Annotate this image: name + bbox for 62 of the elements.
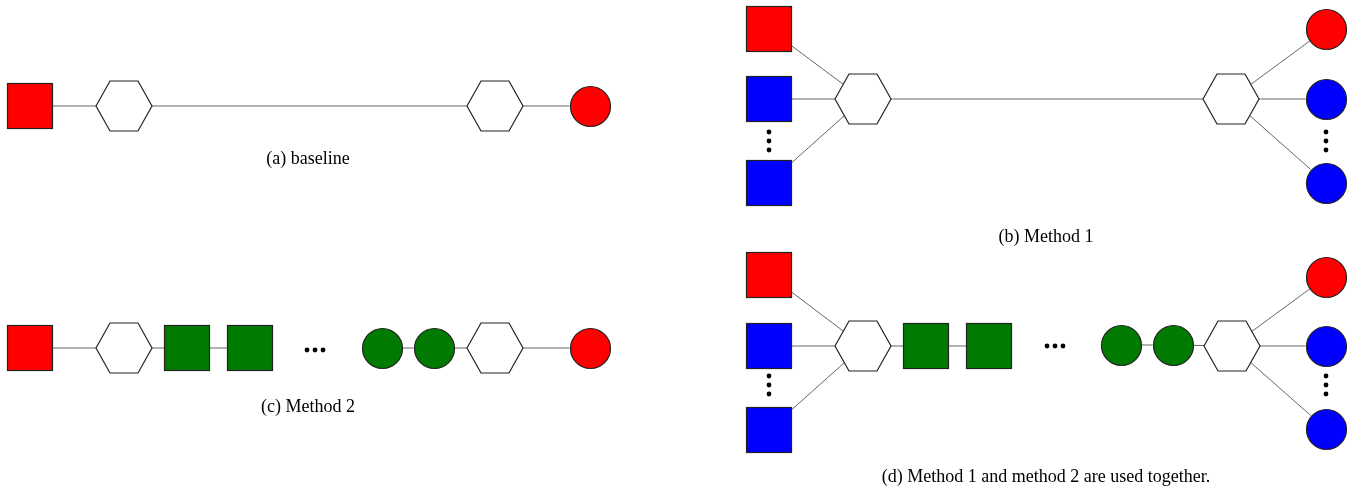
connector-line <box>890 98 1204 100</box>
circle-node <box>1305 78 1347 120</box>
square-node <box>7 325 53 371</box>
hexagon-node <box>835 321 891 371</box>
circle-node <box>1305 256 1347 298</box>
connector-line <box>1250 362 1312 416</box>
connector-line <box>1250 40 1310 85</box>
hexagon-node <box>467 81 523 131</box>
square-node <box>7 83 53 129</box>
square-node <box>746 323 792 369</box>
circle-node <box>1100 324 1142 366</box>
connector-line <box>454 347 468 349</box>
circle-node <box>569 327 611 369</box>
connector-line <box>151 105 468 107</box>
square-node <box>746 6 792 52</box>
connector-line <box>1141 344 1153 346</box>
connector-line <box>402 347 414 349</box>
connector-line <box>522 105 570 107</box>
subfigure-caption: (d) Method 1 and method 2 are used together. <box>881 466 1211 487</box>
connector-line <box>52 105 97 107</box>
connector-line <box>890 345 904 347</box>
connector-line <box>1249 115 1312 170</box>
circle-node <box>361 327 403 369</box>
square-node <box>746 407 792 453</box>
hexagon-node <box>467 323 523 373</box>
square-node <box>746 160 792 206</box>
circle-node <box>413 327 455 369</box>
subfigure-caption: (b) Method 1 <box>998 226 1094 247</box>
square-node <box>164 325 210 371</box>
circle-node <box>1305 408 1347 450</box>
connector-line <box>791 45 844 85</box>
subfigure-caption: (a) baseline <box>266 148 350 169</box>
connector-line <box>791 362 845 410</box>
square-node <box>903 323 949 369</box>
connector-line <box>948 345 967 347</box>
connector-line <box>209 347 228 349</box>
connector-line <box>791 115 845 163</box>
connector-line <box>151 347 165 349</box>
connector-line <box>1193 344 1205 346</box>
circle-node <box>1305 162 1347 204</box>
circle-node <box>1305 8 1347 50</box>
hexagon-node <box>96 81 152 131</box>
connector-line <box>791 345 836 347</box>
connector-line <box>1259 345 1306 347</box>
connector-line <box>1251 288 1310 332</box>
connector-line <box>791 291 844 332</box>
connector-line <box>1258 98 1306 100</box>
square-node <box>746 252 792 298</box>
hexagon-node <box>96 323 152 373</box>
connector-line <box>791 98 836 100</box>
square-node <box>966 323 1012 369</box>
square-node <box>746 76 792 122</box>
hexagon-node <box>1203 74 1259 124</box>
hexagon-node <box>1204 321 1260 371</box>
hexagon-node <box>835 74 891 124</box>
subfigure-caption: (c) Method 2 <box>261 396 355 417</box>
circle-node <box>569 85 611 127</box>
square-node <box>227 325 273 371</box>
connector-line <box>52 347 97 349</box>
circle-node <box>1305 325 1347 367</box>
circle-node <box>1152 324 1194 366</box>
connector-line <box>522 347 570 349</box>
